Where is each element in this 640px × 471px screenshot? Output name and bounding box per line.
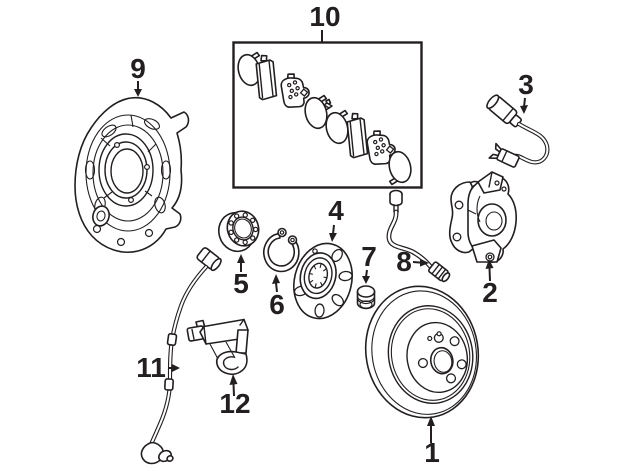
wheel-hub — [293, 242, 353, 320]
wheel-bearing — [217, 210, 260, 253]
brake-backing-plate — [74, 96, 190, 253]
callout-label-8: 8 — [396, 246, 412, 277]
callout-label-4: 4 — [328, 195, 344, 226]
callouts: 9 10 3 4 5 6 7 8 2 1 — [130, 1, 534, 468]
brake-caliper — [448, 171, 517, 263]
callout-label-3: 3 — [518, 69, 534, 100]
callout-label-5: 5 — [233, 268, 249, 299]
abs-sensor-wire — [140, 247, 222, 465]
callout-label-7: 7 — [361, 241, 377, 272]
callout-label-12: 12 — [219, 388, 250, 419]
callout-label-11: 11 — [136, 352, 166, 383]
brake-pad-kit — [232, 41, 423, 189]
callout-label-10: 10 — [309, 1, 340, 32]
callout-label-2: 2 — [482, 277, 498, 308]
callout-label-1: 1 — [424, 437, 440, 468]
brake-rotor — [364, 285, 480, 419]
sensor-bracket — [186, 318, 249, 375]
abs-speed-sensor — [486, 94, 550, 168]
hub-cap-nut — [356, 285, 376, 310]
snap-ring — [263, 227, 300, 273]
brake-hose — [386, 189, 451, 283]
callout-label-6: 6 — [269, 289, 285, 320]
kit-box-outline — [232, 41, 423, 189]
callout-label-9: 9 — [130, 53, 146, 84]
